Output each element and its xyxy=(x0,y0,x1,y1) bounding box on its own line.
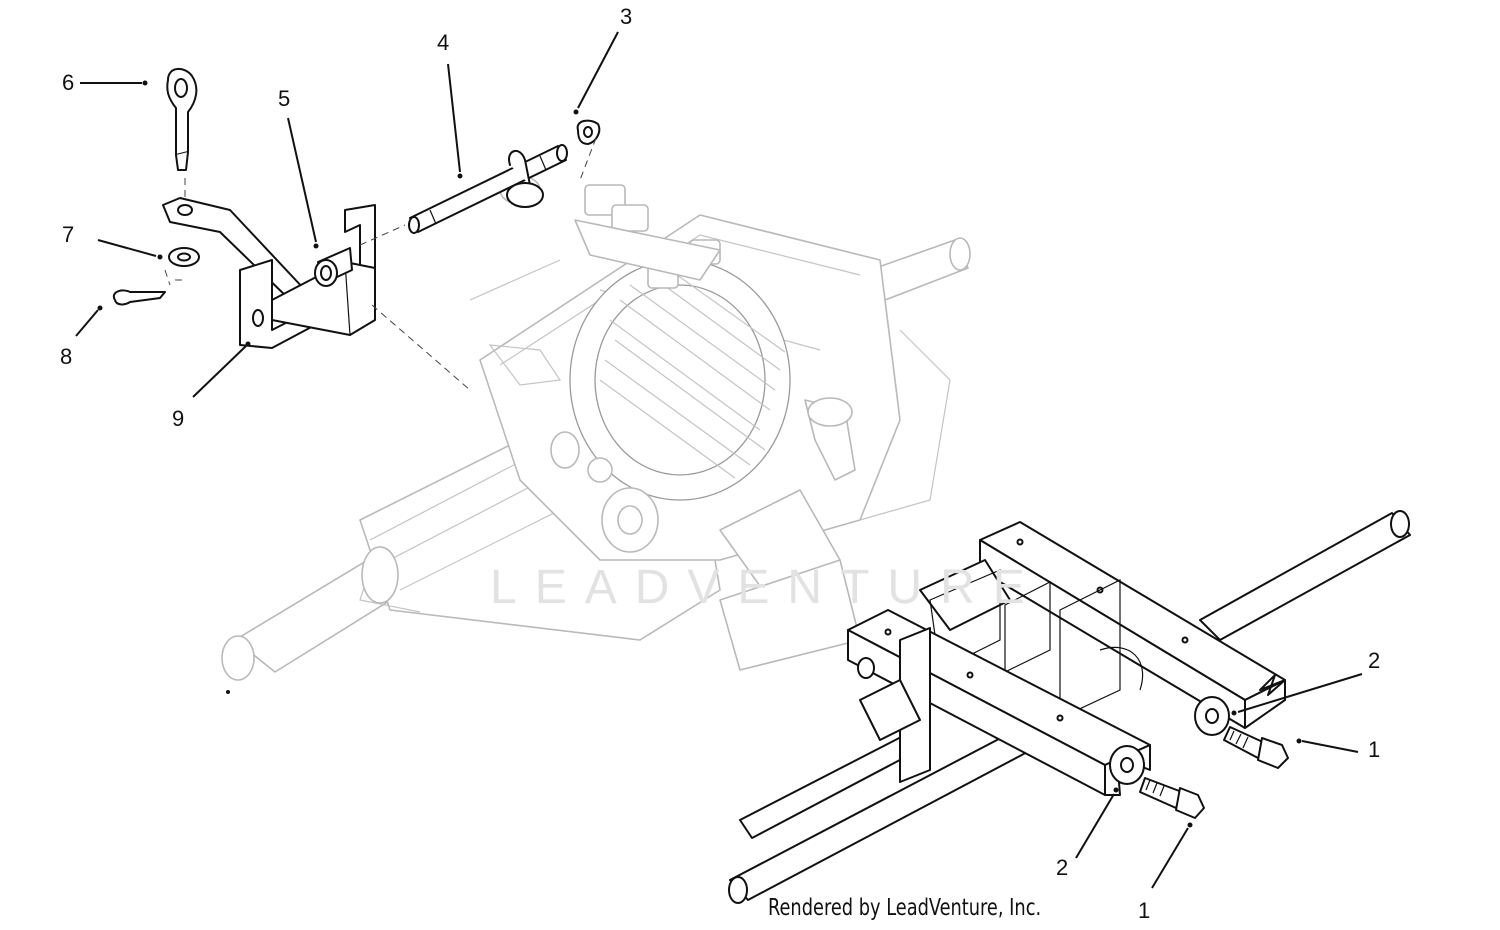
transaxle-assembly xyxy=(221,175,971,681)
callout-5: 5 xyxy=(278,86,290,111)
hitch-bracket-assembly xyxy=(112,68,597,391)
credit-text: Rendered by LeadVenture, Inc. xyxy=(768,895,1042,921)
callout-1-upper: 1 xyxy=(1368,737,1380,762)
callout-leaders xyxy=(75,31,1363,889)
spacers-and-bolts xyxy=(1109,696,1289,819)
callout-6: 6 xyxy=(62,70,74,95)
callout-3: 3 xyxy=(620,4,632,29)
watermark-text: LEADVENTURE xyxy=(490,561,1043,614)
callout-9: 9 xyxy=(172,406,184,431)
callout-7: 7 xyxy=(62,222,74,247)
callout-labels: 6 5 4 3 7 8 9 2 1 2 1 xyxy=(60,4,1380,923)
pin-and-clip xyxy=(408,119,601,234)
callout-2-lower: 2 xyxy=(1056,855,1068,880)
callout-2-upper: 2 xyxy=(1368,648,1380,673)
callout-1-lower: 1 xyxy=(1138,898,1150,923)
callout-4: 4 xyxy=(437,30,449,55)
callout-8: 8 xyxy=(60,344,72,369)
